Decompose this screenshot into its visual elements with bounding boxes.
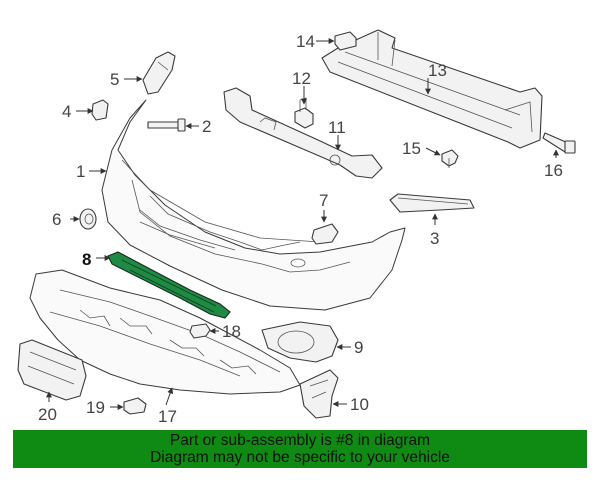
callout-labels: 14 5 4 2 12 13 11 15 16 1 6 7 3 8 18 9 1… xyxy=(38,32,563,426)
part-13-reinforcement-beam xyxy=(321,29,543,149)
callout-16: 16 xyxy=(544,161,563,180)
part-3-side-support xyxy=(389,193,475,213)
banner-line-1: Part or sub-assembly is #8 in diagram xyxy=(169,432,431,449)
callout-11: 11 xyxy=(328,118,346,137)
callout-14: 14 xyxy=(296,32,315,51)
callout-17: 17 xyxy=(158,407,177,426)
callout-8-highlighted: 8 xyxy=(82,250,91,269)
part-5-side-bracket xyxy=(142,51,176,95)
callout-18: 18 xyxy=(222,322,241,341)
callout-3: 3 xyxy=(430,229,439,248)
callout-10: 10 xyxy=(350,395,369,414)
callout-2: 2 xyxy=(202,117,211,136)
callout-6: 6 xyxy=(52,210,61,229)
banner-line-2: Diagram may not be specific to your vehi… xyxy=(150,449,450,466)
info-banner: Part or sub-assembly is #8 in diagram Di… xyxy=(13,430,587,468)
part-20-plate-bracket xyxy=(17,339,87,401)
part-18-fastener xyxy=(189,323,211,339)
part-2-screw xyxy=(147,118,186,132)
callout-13: 13 xyxy=(428,61,447,80)
part-8-lower-trim-highlighted xyxy=(107,251,231,319)
part-14-bracket xyxy=(334,31,357,51)
callout-9: 9 xyxy=(354,338,363,357)
part-17-under-shield xyxy=(29,269,301,395)
part-15-clip xyxy=(441,149,459,168)
part-4-bracket xyxy=(91,99,109,121)
callout-15: 15 xyxy=(402,139,421,158)
part-10-side-bracket xyxy=(299,369,339,419)
part-6-grommet xyxy=(79,208,97,230)
callout-20: 20 xyxy=(38,405,57,424)
part-9-fog-bezel xyxy=(261,321,339,363)
part-19-clip xyxy=(123,397,147,415)
part-16-bolt xyxy=(542,132,576,154)
part-7-fog-light xyxy=(311,223,339,245)
callout-1: 1 xyxy=(76,162,85,181)
callout-5: 5 xyxy=(110,70,119,89)
parts-diagram: 14 5 4 2 12 13 11 15 16 1 6 7 3 8 18 9 1… xyxy=(17,29,576,426)
leader-lines xyxy=(46,38,559,410)
part-1-bumper-cover xyxy=(101,99,406,311)
callout-19: 19 xyxy=(86,398,105,417)
callout-7: 7 xyxy=(319,191,328,210)
part-11-upper-bracket xyxy=(223,87,383,179)
callout-4: 4 xyxy=(62,102,71,121)
callout-12: 12 xyxy=(292,69,311,88)
